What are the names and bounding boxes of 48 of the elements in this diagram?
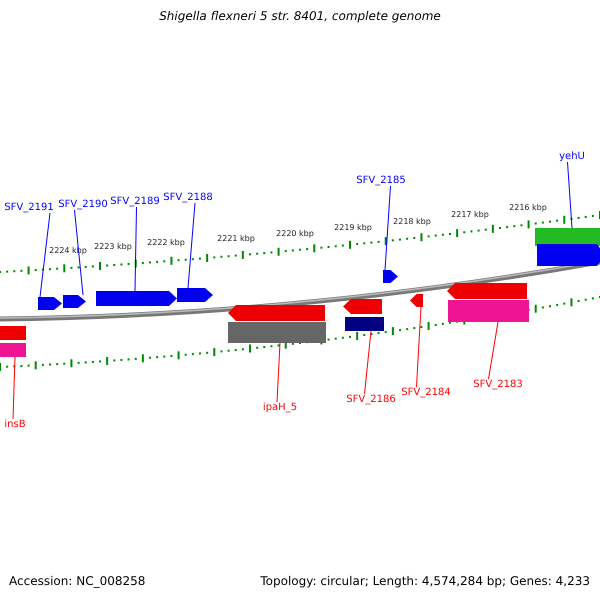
leader-line [134,206,137,292]
leader-line [40,212,50,298]
scale-label: 2217 kbp [451,211,489,220]
gene-label: ipaH_5 [262,402,298,413]
gene-block [383,270,398,283]
scale-label: 2221 kbp [217,235,255,244]
leader-line [276,342,280,402]
gene-label: SFV_2191 [4,202,54,213]
gene-block [63,295,86,308]
leader-line [12,356,16,420]
leader-line [488,322,498,380]
gene-label: SFV_2184 [401,387,451,398]
gene-bar [0,343,26,357]
gene-label: SFV_2190 [58,199,108,210]
gene-bar [228,322,326,343]
gene-label: SFV_2183 [473,379,523,390]
gene-bar [345,317,384,331]
gene-block [0,326,26,340]
scale-label: 2222 kbp [147,239,185,248]
gene-label: insB [4,419,26,430]
gene-block [410,294,423,307]
leader-line [567,162,572,228]
gene-bar [448,300,529,322]
gene-block [343,299,382,314]
gene-block [228,305,325,321]
gene-block [447,283,527,299]
gene-label: SFV_2189 [110,196,160,207]
leader-line [188,202,196,288]
title: Shigella flexneri 5 str. 8401, complete genome [158,10,442,24]
scale-label: 2216 kbp [509,204,547,213]
gene-label: SFV_2186 [346,394,396,405]
gene-block [38,297,62,310]
footer-text: Accession: NC_008258 [9,575,146,588]
scale-label: 2220 kbp [276,230,314,239]
gene-bar [535,228,600,246]
footer-text: Topology: circular; Length: 4,574,284 bp; Genes: 4,233 [260,575,590,588]
gene-block [537,244,600,266]
leader-line [364,330,372,394]
leader-line [74,210,84,296]
gene-label: SFV_2188 [163,192,213,203]
gene-label: SFV_2185 [356,175,406,186]
scale-label: 2218 kbp [393,218,431,227]
leader-line [416,306,422,388]
scale-label: 2219 kbp [334,224,372,233]
scale-label: 2223 kbp [94,243,132,252]
leader-line [384,186,391,270]
gene-block [177,288,213,302]
gene-label: yehU [559,151,585,162]
